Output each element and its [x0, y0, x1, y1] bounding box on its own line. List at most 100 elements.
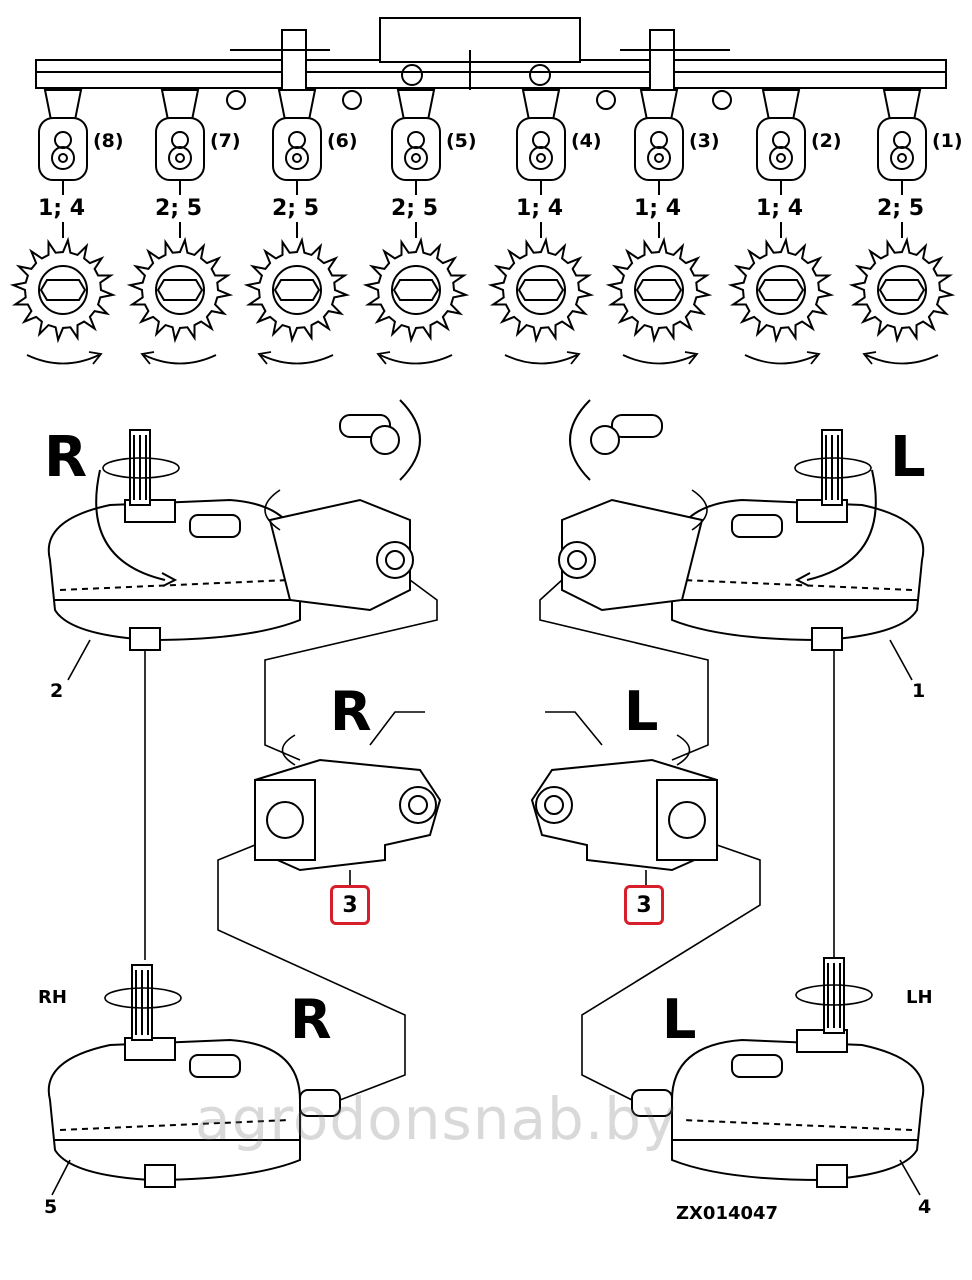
gear-hex-bore	[635, 279, 683, 301]
rotation-arrow-curve	[143, 354, 217, 365]
gearbox-neck	[160, 89, 200, 121]
gear-bore-ring	[634, 265, 684, 315]
gear-hex-bore	[273, 279, 321, 301]
gearbox-neck	[277, 89, 317, 121]
gearbox-neck	[396, 89, 436, 121]
ratio-label: 1; 4	[634, 196, 682, 221]
rotation-arrow-head	[566, 351, 581, 365]
ratio-label: 1; 4	[38, 196, 86, 221]
head-hub-center	[292, 153, 302, 163]
unit-number-label: (3)	[689, 130, 720, 152]
head-hub-center	[411, 153, 421, 163]
part-number-1: 1	[912, 680, 926, 702]
rotation-arrow-curve	[379, 354, 453, 365]
pinion-left	[339, 399, 421, 481]
ratio-label: 2; 5	[155, 196, 203, 221]
gearbox-top-right-drawing	[558, 429, 925, 651]
letter-l-mid: L	[624, 680, 659, 743]
gear-bore-ring	[516, 265, 566, 315]
letter-r-mid: R	[330, 680, 372, 743]
head-hub-center	[776, 153, 786, 163]
gearbox-neck	[882, 89, 922, 121]
rotation-arrow-head	[257, 351, 272, 365]
head-hub-center	[654, 153, 664, 163]
rotation-arrow-left	[862, 351, 939, 365]
callout-part-3-left: 3	[330, 885, 370, 925]
ratio-label: 1; 4	[516, 196, 564, 221]
part-number-5: 5	[44, 1196, 58, 1218]
pinion-right	[569, 399, 663, 481]
cutterbar-frame	[35, 17, 947, 110]
callout-part-3-right: 3	[624, 885, 664, 925]
gear-hex-bore	[156, 279, 204, 301]
rotation-arrow-left	[257, 351, 334, 365]
rotation-arrow-left	[376, 351, 453, 365]
gearbox-neck	[639, 89, 679, 121]
disc-unit-4	[487, 89, 595, 365]
rotation-arrow-head	[140, 351, 155, 365]
watermark: agrodonsnab.by	[195, 1085, 678, 1153]
disc-unit-2	[727, 89, 835, 365]
gear-hex-bore	[517, 279, 565, 301]
ratio-label: 2; 5	[877, 196, 925, 221]
part-number-4: 4	[918, 1196, 932, 1218]
unit-number-label: (6)	[327, 130, 358, 152]
rotation-arrow-curve	[744, 354, 818, 365]
head-hub-center	[897, 153, 907, 163]
housing-left-drawing	[254, 758, 442, 872]
part-number-2: 2	[50, 680, 64, 702]
disc-unit-7	[126, 89, 234, 365]
unit-number-label: (8)	[93, 130, 124, 152]
label-lh: LH	[906, 987, 933, 1008]
gearbox-neck	[521, 89, 561, 121]
gearbox-neck	[43, 89, 83, 121]
unit-number-label: (2)	[811, 130, 842, 152]
gear-bore-ring	[38, 265, 88, 315]
rotation-arrow-curve	[865, 354, 939, 365]
gear-hex-bore	[757, 279, 805, 301]
head-hub	[890, 146, 914, 170]
rotation-arrow-right	[26, 351, 103, 365]
drawing-code: ZX014047	[676, 1203, 779, 1224]
head-hub-center	[536, 153, 546, 163]
gear-bore-ring	[391, 265, 441, 315]
gearbox-bottom-left-drawing	[47, 964, 341, 1188]
rotation-arrow-right	[622, 351, 699, 365]
rotation-arrow-head	[806, 351, 821, 365]
head-hub	[285, 146, 309, 170]
rotation-arrow-curve	[622, 354, 696, 365]
head-hub-center	[175, 153, 185, 163]
rotation-arrow-head	[88, 351, 103, 365]
head-hub	[529, 146, 553, 170]
disc-unit-1	[848, 89, 956, 365]
gearbox-bottom-right-drawing	[631, 957, 925, 1188]
head-hub	[769, 146, 793, 170]
rotation-arrow-head	[376, 351, 391, 365]
head-hub	[404, 146, 428, 170]
gear-bore-ring	[756, 265, 806, 315]
disc-unit-5	[362, 89, 470, 365]
disc-unit-6	[243, 89, 351, 365]
label-rh: RH	[38, 987, 67, 1008]
housing-right-drawing	[530, 758, 718, 872]
gear-hex-bore	[878, 279, 926, 301]
gear-bore-ring	[272, 265, 322, 315]
unit-number-label: (7)	[210, 130, 241, 152]
rotation-arrow-curve	[504, 354, 578, 365]
letter-l-top: L	[890, 425, 926, 490]
gearbox-top-left-drawing	[47, 429, 414, 651]
rotation-arrow-right	[504, 351, 581, 365]
rotation-arrow-right	[744, 351, 821, 365]
gear-bore-ring	[877, 265, 927, 315]
gear-hex-bore	[392, 279, 440, 301]
rotation-arrow-head	[862, 351, 877, 365]
head-hub-center	[58, 153, 68, 163]
unit-number-label: (5)	[446, 130, 477, 152]
rotation-arrow-head	[684, 351, 699, 365]
rotation-arrow-left	[140, 351, 217, 365]
ratio-label: 1; 4	[756, 196, 804, 221]
ratio-label: 2; 5	[272, 196, 320, 221]
shaft-rotation-arrows	[102, 457, 873, 1009]
rotation-arrow-curve	[26, 354, 100, 365]
